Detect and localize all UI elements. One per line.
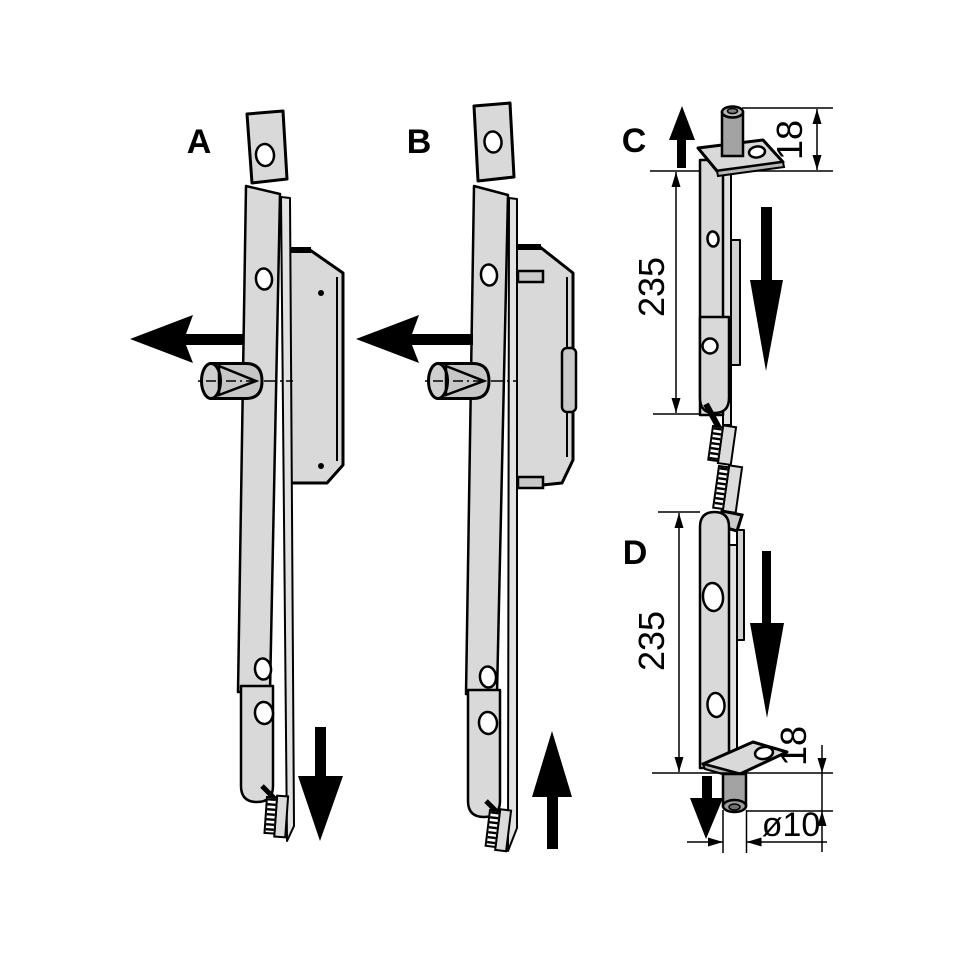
dim-arrowhead [674,757,684,772]
drive-rod [236,184,282,694]
clip-notch [516,475,545,490]
screw-dot [318,463,324,469]
bolt-link [703,402,722,430]
arrow-down-icon [750,207,783,371]
unit-a: A [130,109,345,842]
cover-hole [701,337,719,355]
spindle-cone [444,364,488,397]
screw-dot [318,290,324,296]
rod-hole [478,665,498,689]
clip-notch [516,269,545,284]
dim-arrowhead [671,172,681,187]
plate-hole [753,745,775,761]
pin-cap-core [728,803,741,811]
dim-arrowhead [674,513,684,528]
unit-d: D 235 18 [623,464,833,853]
arrow-left-icon [130,315,244,363]
arrow-up-icon [669,106,695,168]
plate-hole [747,145,767,159]
label-d: D [623,534,648,572]
plate-edge [715,160,786,178]
bolt-channel [698,510,731,770]
drive-rod [464,184,510,696]
label-b: B [407,123,432,161]
dim-d-pin-diameter: ø10 [762,806,821,844]
plate-hole [254,142,276,168]
side-slot [560,346,578,414]
rod-hole [253,657,273,681]
serrated-bolt [484,808,513,853]
dim-arrowhead [746,837,762,847]
rod-hole [479,263,499,287]
faceplate-rail [507,197,518,852]
arrow-down-icon [298,727,343,841]
label-a: A [187,123,212,161]
unit-b: B [356,101,578,853]
arrow-up-icon [532,731,572,849]
cover-hole [477,710,499,736]
dim-d-length: 235 [631,611,672,671]
bolt-slide [736,529,745,641]
spindle-pin [436,362,491,400]
gearbox [285,248,345,485]
slider-cover [698,315,731,415]
rod-end-cover [466,688,502,819]
serrated-bolt [707,424,738,466]
faceplate-rail [280,196,295,842]
dim-arrowhead [671,398,681,413]
dim-d-pin-height: 18 [773,726,814,766]
dim-arrowhead [812,109,822,124]
channel-hole [706,691,726,719]
dim-arrowhead [817,811,827,826]
dim-arrowhead [812,155,822,170]
arrow-down-icon [690,776,723,839]
cover-hole [253,700,275,726]
plate-hole [483,130,503,154]
unit-c: C 18 235 [622,105,833,466]
slider-hole [701,581,725,613]
dim-arrowhead [817,758,827,773]
channel-hole [706,230,720,248]
arrow-down-icon [750,551,784,718]
dim-c-length: 235 [631,257,672,317]
spindle-pin [209,362,264,400]
label-c: C [622,122,647,160]
spindle-cone [217,364,260,397]
serrated-bolt [712,464,744,514]
bolt-slide [730,239,741,366]
arrow-left-icon [356,315,473,363]
pin-cap-core [726,107,739,115]
rod-hole [254,267,274,291]
dim-arrowhead [708,837,723,847]
serrated-bolt [263,794,290,839]
